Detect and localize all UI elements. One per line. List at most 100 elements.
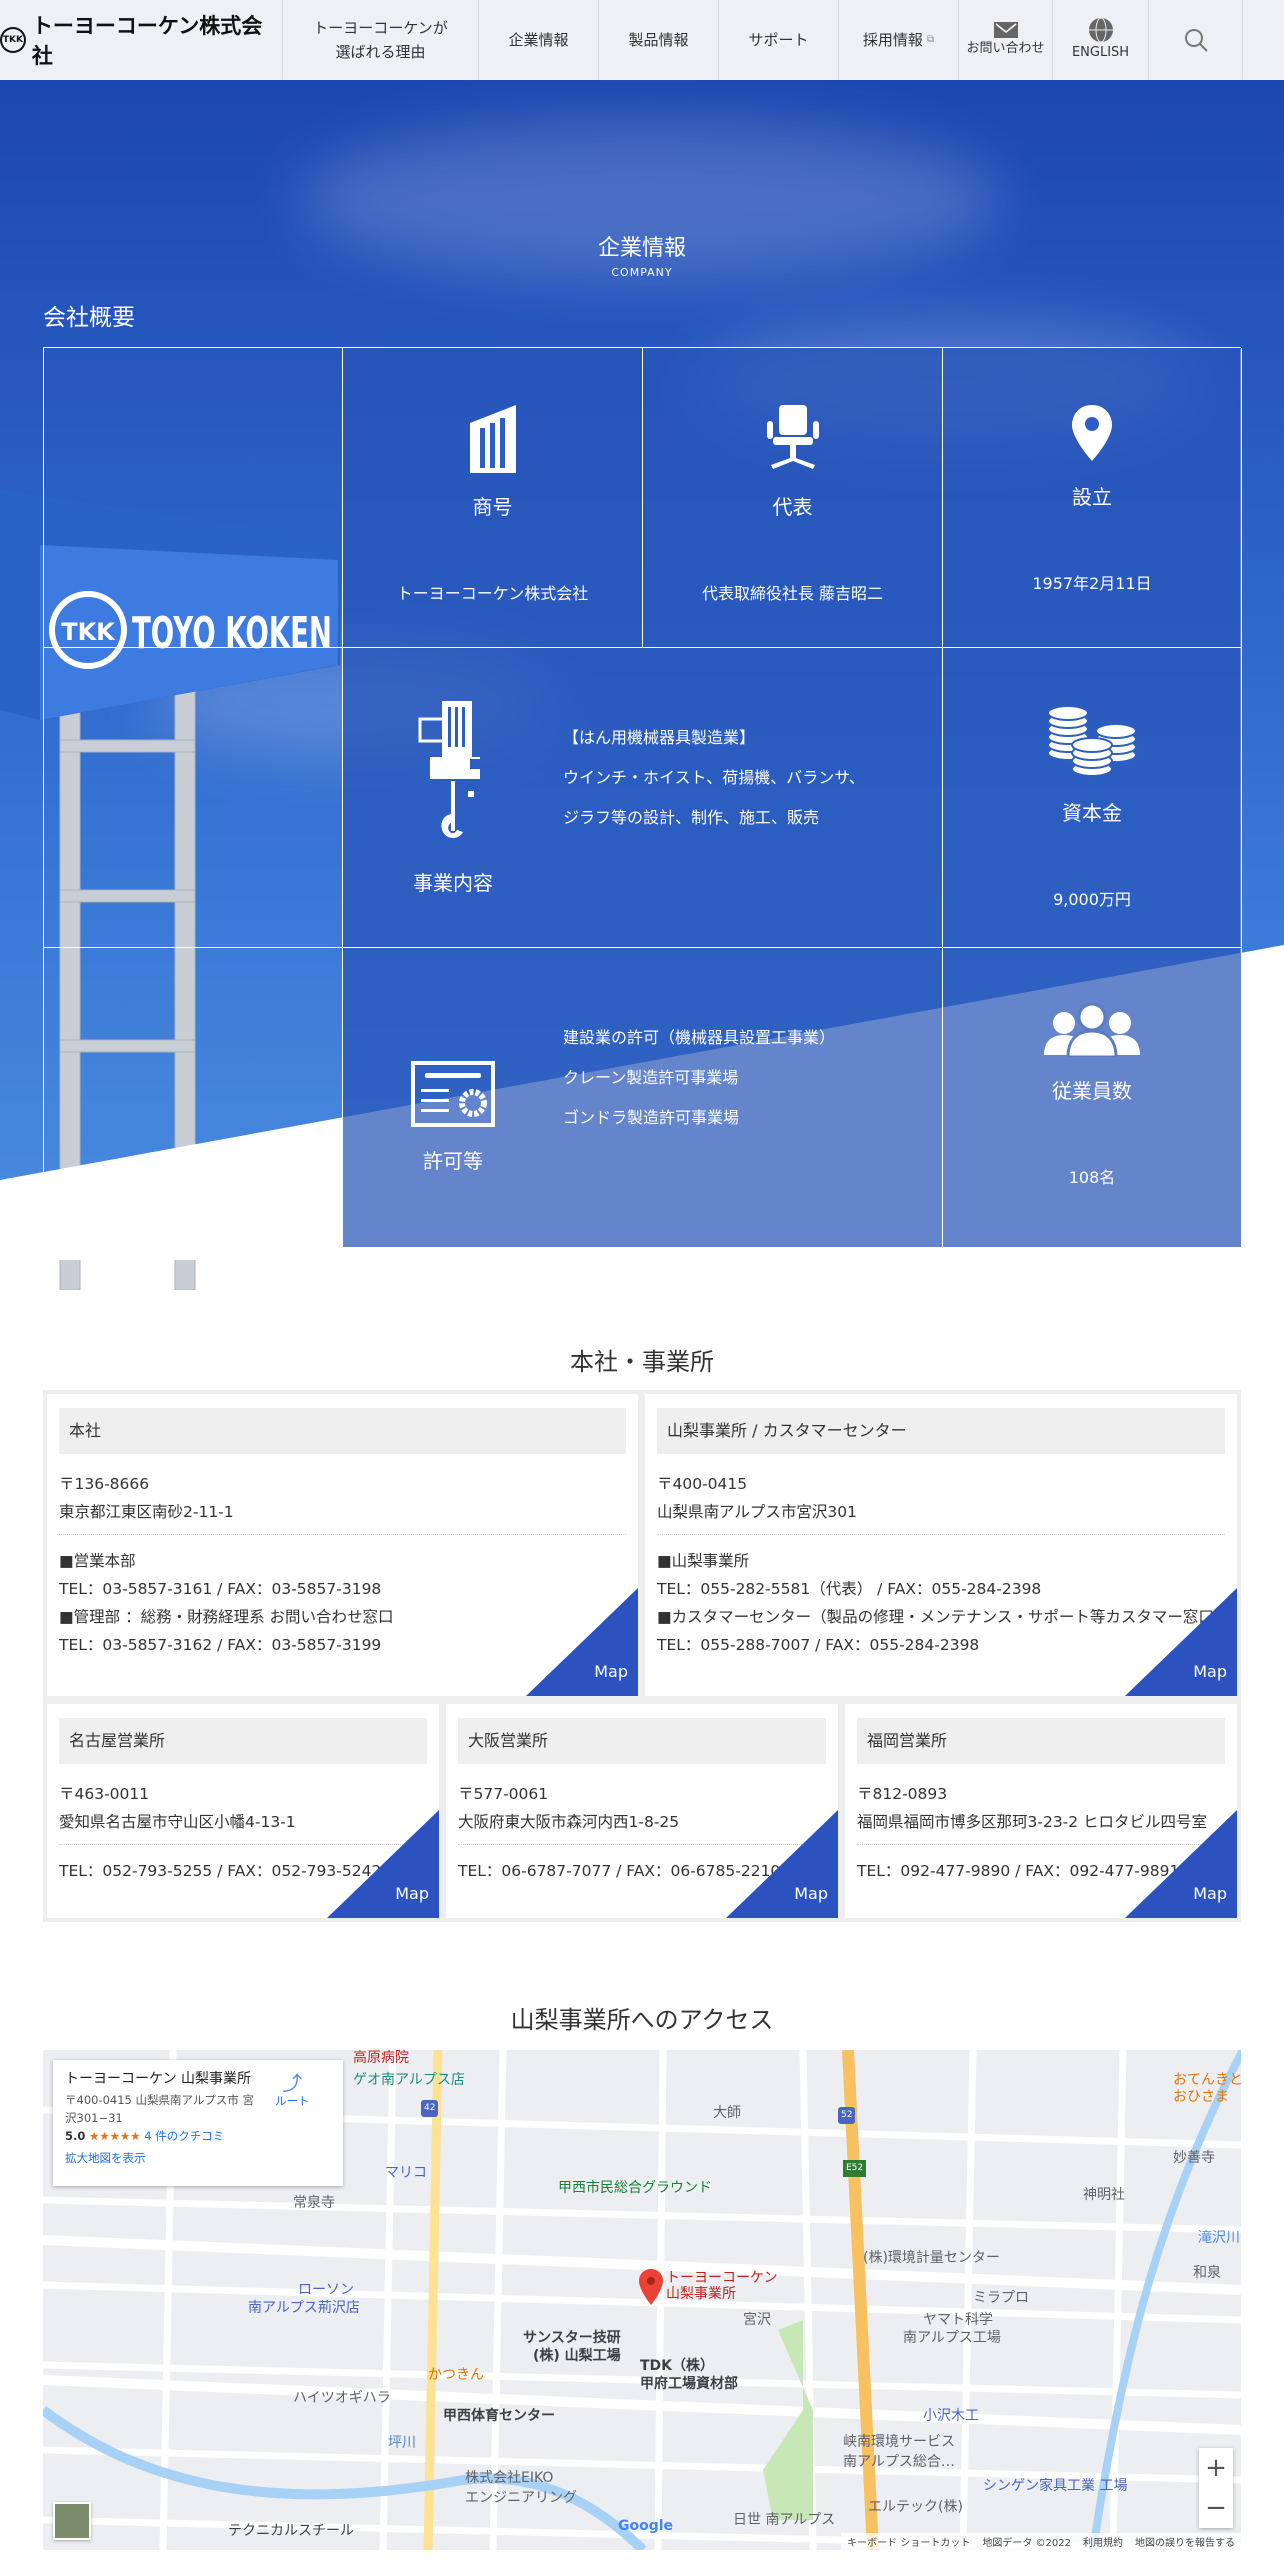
building-icon [469,405,516,473]
nav-support[interactable]: サポート [718,0,838,80]
cell-value: トーヨーコーケン株式会社 [396,584,589,603]
map-label: (株) 山梨工場 [533,2348,621,2364]
map-label: 大師 [713,2105,741,2121]
office-name: 福岡営業所 [857,1718,1225,1764]
map-label: サンスター技研 [523,2330,621,2346]
coins-icon [1047,705,1137,777]
page-title-text: 企業情報 [597,236,686,261]
map-label: ローソン [298,2282,354,2298]
cell-label: 事業内容 [413,871,493,895]
report-error-link[interactable]: 地図の誤りを報告する [1135,2538,1235,2549]
map-link-label: Map [1193,1662,1227,1681]
office-zip: 〒136-8666 [59,1475,150,1493]
hoist-icon [418,701,480,838]
cell-founded: 設立 1957年2月11日 [943,348,1242,648]
zoom-in-button[interactable]: + [1205,2453,1227,2483]
terms-link[interactable]: 利用規約 [1083,2538,1123,2549]
view-larger-map-link[interactable]: 拡大地図を表示 [65,2151,146,2165]
map-label: おてんきとおひさま [1173,2072,1241,2105]
globe-icon [1088,17,1113,43]
embedded-map[interactable]: 高原病院 ゲオ南アルプス店 大師 常泉寺 マリコ 甲西市民総合グラウンド 神明社… [43,2050,1241,2550]
satellite-toggle[interactable] [53,2502,91,2540]
office-line: TEL：092-477-9890 / FAX：092-477-9891 [857,1862,1180,1880]
directions-label: ルート [275,2094,310,2108]
office-zip: 〒400-0415 [657,1475,748,1493]
office-line: ■カスタマーセンター（製品の修理・メンテナンス・サポート等カスタマー窓口） [657,1608,1230,1626]
map-label: 南アルプス総合… [843,2454,955,2470]
logo-mark: TKK [0,27,26,53]
cell-value: 9,000万円 [1053,890,1131,909]
office-address: 東京都江東区南砂2-11-1 [59,1503,234,1521]
map-link-label: Map [594,1662,628,1681]
keyboard-shortcuts-link[interactable]: キーボード ショートカット [847,2538,971,2549]
search-button[interactable] [1148,0,1243,80]
cell-label: 従業員数 [1052,1079,1132,1103]
certificate-icon [411,1061,495,1127]
map-label: マリコ [385,2165,427,2181]
cell-value: 代表取締役社長 藤吉昭二 [701,584,884,603]
permit-line: ゴンドラ製造許可事業場 [563,1107,740,1127]
office-card-fukuoka: 福岡営業所 〒812-0893 福岡県福岡市博多区那珂3-23-2 ヒロタビル四… [841,1700,1241,1922]
cell-label: 設立 [1072,485,1112,509]
nav-label: 企業情報 [508,31,569,49]
office-line: ■営業本部 [59,1552,136,1570]
office-address: 福岡県福岡市博多区那珂3-23-2 ヒロタビル四号室 [857,1813,1208,1831]
map-label: 小沢木工 [923,2408,979,2424]
nav-recruit[interactable]: 採用情報⧉ [838,0,958,80]
map-label: テクニカルスチール [228,2523,354,2539]
office-line: ■管理部 ：総務・財務経理系 お問い合わせ窓口 [59,1608,394,1626]
cell-label: 商号 [472,495,513,519]
map-data-credit: 地図データ ©2022 [982,2538,1071,2549]
office-line: TEL：055-288-7007 / FAX：055-284-2398 [657,1636,980,1654]
search-icon [1184,29,1208,52]
cell-company-name: 商号 トーヨーコーケン株式会社 [343,348,643,648]
nav-company[interactable]: 企業情報 [478,0,598,80]
chair-icon [766,405,819,469]
empty-cell [44,648,343,948]
business-line: ウインチ・ホイスト、荷揚機、バランサ、 [563,767,865,787]
map-label: 神明社 [1083,2187,1125,2203]
map-label: 常泉寺 [293,2195,335,2211]
nav-contact[interactable]: お問い合わせ [958,0,1052,80]
map-link-label: Map [794,1884,828,1903]
map-link-label: Map [395,1884,429,1903]
page-subtitle: COMPANY [611,266,673,279]
map-label: 株式会社EIKO [465,2470,554,2486]
reviews-link[interactable]: 4 件のクチコミ [144,2129,225,2143]
office-zip: 〒812-0893 [857,1785,948,1803]
map-label: ヤマト科学 [923,2312,993,2328]
nav-why-choose[interactable]: トーヨーコーケンが選ばれる理由 [282,0,478,80]
office-name: 名古屋営業所 [59,1718,427,1764]
zoom-out-button[interactable]: − [1205,2493,1227,2523]
nav-english[interactable]: ENGLISH [1052,0,1148,80]
google-logo: Google [618,2518,674,2534]
marker-label-line: トーヨーコーケン [666,2270,778,2286]
map-label: エンジニアリング [465,2490,577,2506]
marker-label-line: 山梨事業所 [666,2286,736,2302]
office-line: ■山梨事業所 [657,1552,750,1570]
cell-permits: 許可等 建設業の許可（機械器具設置工事業）クレーン製造許可事業場ゴンドラ製造許可… [343,948,943,1248]
business-line: 【はん用機械器具製造業】 [563,727,756,747]
page-title: 企業情報 COMPANY [0,230,1284,279]
section-title-access: 山梨事業所へのアクセス [510,2006,774,2034]
permit-line: クレーン製造許可事業場 [563,1067,739,1087]
nav-products[interactable]: 製品情報 [598,0,718,80]
office-card-nagoya: 名古屋営業所 〒463-0011 愛知県名古屋市守山区小幡4-13-1 TEL：… [43,1700,443,1922]
map-label: ハイツオギハラ [293,2390,391,2406]
map-label: シンゲン家具工業 工場 [983,2478,1128,2494]
map-label: 南アルプス荊沢店 [248,2300,360,2316]
office-name: 本社 [59,1408,626,1454]
map-label: ミラプロ [973,2290,1029,2306]
map-link-label: Map [1193,1884,1227,1903]
company-overview-grid: 商号 トーヨーコーケン株式会社 代表 代表取締役社長 藤吉昭二 設立 1957年… [43,347,1242,1248]
map-info-box: トーヨーコーケン 山梨事業所 〒400-0415 山梨県南アルプス市 宮沢301… [53,2060,343,2186]
mail-icon [993,21,1018,38]
map-label: 坪川 [388,2435,416,2451]
cell-value: 1957年2月11日 [1032,574,1152,593]
location-marker-icon [639,2269,663,2305]
directions-button[interactable]: ⤴ルート [275,2073,310,2110]
office-line: TEL：06-6787-7077 / FAX：06-6785-2210 [458,1862,781,1880]
tower-sign-image: TKK TOYO KOKEN [0,490,340,1290]
